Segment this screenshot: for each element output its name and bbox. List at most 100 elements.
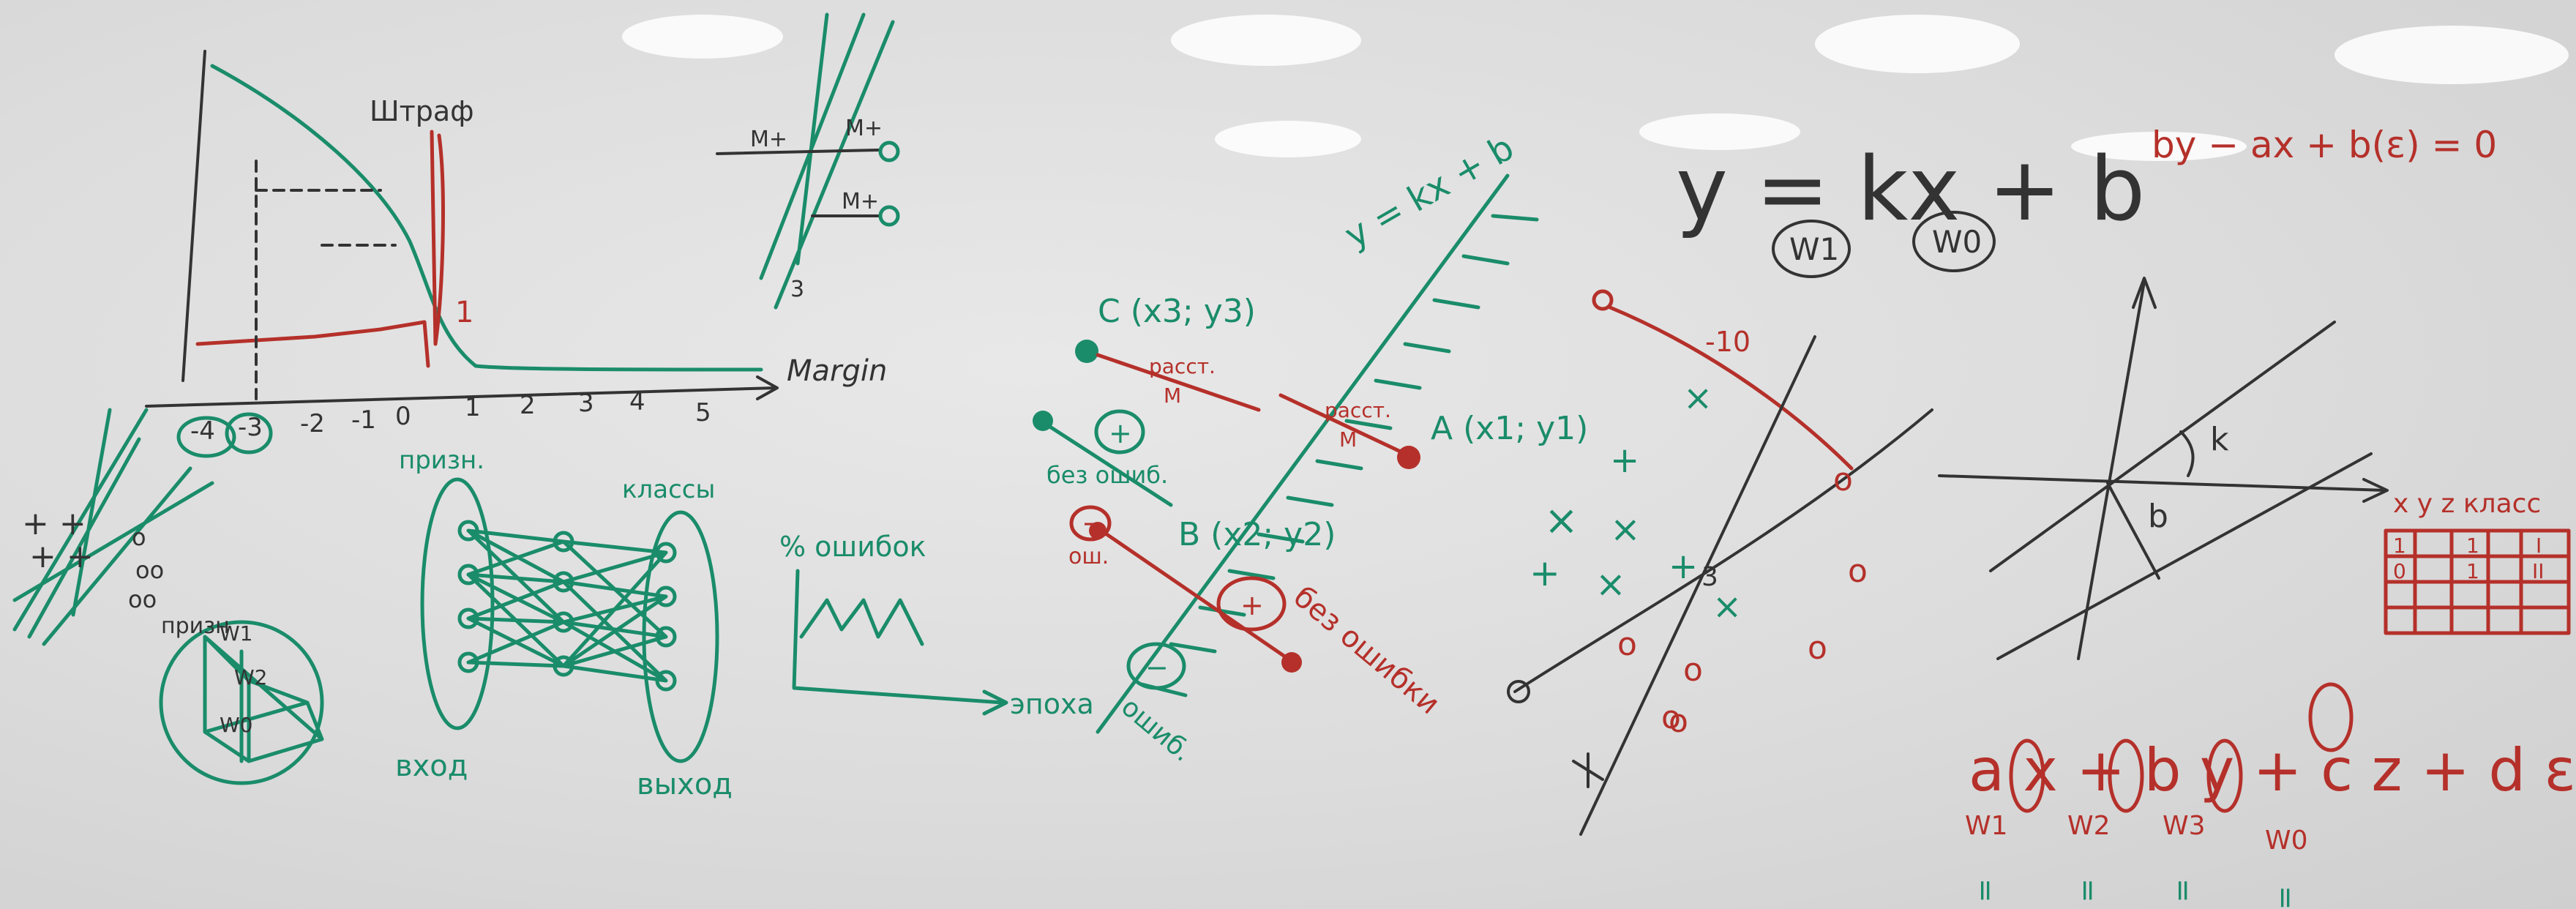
geometry-sketch: y = kx + b C (x3; y3) A (x1; y1) расст. … [1033, 127, 1588, 768]
svm-label: M+ [842, 189, 879, 214]
plus-marks: + + [22, 505, 86, 542]
o-marks: o [132, 523, 146, 551]
x-axis-arrow [2362, 478, 2389, 503]
minus-sign: − [1082, 507, 1105, 539]
svm-sketch: M+ M+ M+ 3 [716, 12, 900, 310]
plus-circle [1094, 409, 1145, 454]
penalty-label: Штраф [370, 95, 474, 127]
svm-point [878, 141, 900, 162]
red-segment [1099, 528, 1290, 661]
output-layer-outline [642, 510, 719, 763]
w-label: W2 [2067, 811, 2111, 841]
x-axis-arrow [756, 375, 779, 400]
output-label: выход [637, 768, 733, 801]
table-headers: x y z класс [2393, 489, 2541, 519]
svg-text:×: × [1610, 508, 1641, 550]
bottom-equation: a x + b y + c z + d ε = 0 [1969, 736, 2576, 804]
minus-circle [1126, 642, 1186, 690]
svg-text:+: + [1610, 440, 1639, 481]
w0-label: W0 [1932, 224, 1982, 260]
y-axis [2077, 280, 2146, 660]
table-cell: I [2536, 534, 2542, 558]
eq-mark: = [2269, 886, 2302, 909]
error-axes [792, 569, 1005, 705]
y-axis-arrow [2132, 277, 2157, 309]
svg-text:o: o [1833, 461, 1853, 498]
green-segment [1044, 422, 1173, 507]
error-bottom-label: ошиб. [1115, 692, 1197, 767]
eq-mark: = [1969, 878, 2002, 903]
svm-label: 3 [790, 277, 804, 302]
w-label: W0 [2265, 826, 2308, 856]
black-point [1507, 680, 1530, 703]
svg-text:o: o [1617, 626, 1637, 663]
error-y-label: % ошибок [779, 531, 926, 563]
minus-sign: − [1145, 651, 1169, 684]
input-label: вход [395, 749, 468, 783]
tick-label: -1 [351, 405, 376, 435]
svm-label: M+ [750, 127, 787, 152]
w1-circle [1772, 220, 1851, 278]
red-point [1281, 652, 1302, 673]
svg-text:×: × [1712, 586, 1742, 627]
o-marks: oo [128, 586, 157, 613]
table-grid [2384, 528, 2571, 635]
w-label: W1 [220, 621, 253, 646]
svg-text:o: o [1808, 629, 1827, 667]
tick-label: 1 [465, 393, 481, 422]
svg-text:o: o [1848, 553, 1868, 590]
point-b-label: B (x2; y2) [1178, 516, 1336, 553]
separator-lines [12, 408, 214, 646]
nn-edges [466, 528, 668, 683]
tick-label: 0 [395, 402, 411, 431]
no-error-right: без ошибки [1287, 580, 1446, 721]
main-formula: y = kx + b W1 W0 [1676, 139, 2145, 278]
w-label: W0 [220, 713, 253, 737]
step-curve [195, 320, 430, 368]
data-table: x y z класс 1 1 I 0 1 II [2384, 489, 2571, 635]
top-right-formula: by − ax + b(ε) = 0 [2152, 124, 2497, 166]
k-arc [2179, 430, 2195, 477]
penalty-arrow [430, 130, 445, 346]
error-curve [799, 598, 924, 646]
b-label: b [2148, 498, 2168, 535]
eq-mark: = [2166, 878, 2200, 903]
error-label: ош. [1068, 544, 1109, 569]
glare [1639, 113, 1800, 150]
w-label: W1 [1965, 811, 2008, 841]
main-equation: y = kx + b [1676, 139, 2145, 241]
glare [1215, 121, 1361, 157]
svg-text:+: + [1530, 552, 1560, 594]
line-equation: y = kx + b [1338, 127, 1521, 257]
w0-circle [1912, 211, 1996, 272]
glare [1171, 15, 1361, 66]
svm-lines [759, 12, 895, 310]
small-left-label: призн [161, 613, 230, 639]
black-line [1579, 335, 1816, 836]
distance-lines [1096, 353, 1407, 456]
point-c [1075, 340, 1098, 363]
o-marks: oo [135, 556, 164, 584]
x-axis [145, 386, 777, 408]
red-curve [1608, 305, 1854, 471]
point-c-label: C (x3; y3) [1098, 293, 1256, 330]
distance-label: расст. [1149, 354, 1216, 378]
network-edges [203, 635, 324, 763]
scatter-label: 3 [1701, 562, 1718, 592]
green-x-marks: × + × × + × + × [1530, 378, 1742, 627]
axis-label-margin: Margin [787, 354, 887, 388]
input-layer-outline [420, 477, 495, 730]
loss-curve [210, 64, 763, 372]
svg-text:o: o [1661, 699, 1681, 736]
lines [1989, 321, 2373, 660]
w1-label: W1 [1789, 231, 1839, 267]
hatch-marks [1139, 214, 1539, 697]
svm-label: M+ [845, 116, 883, 141]
neural-network: призн. классы вход выход [395, 446, 733, 801]
class-scatter-small: + + + + o oo oo [12, 408, 214, 646]
cross-mark [1572, 752, 1604, 788]
scatter-label: -10 [1705, 326, 1751, 358]
svg-text:×: × [1544, 497, 1579, 545]
error-x-label: эпоха [1010, 688, 1094, 720]
